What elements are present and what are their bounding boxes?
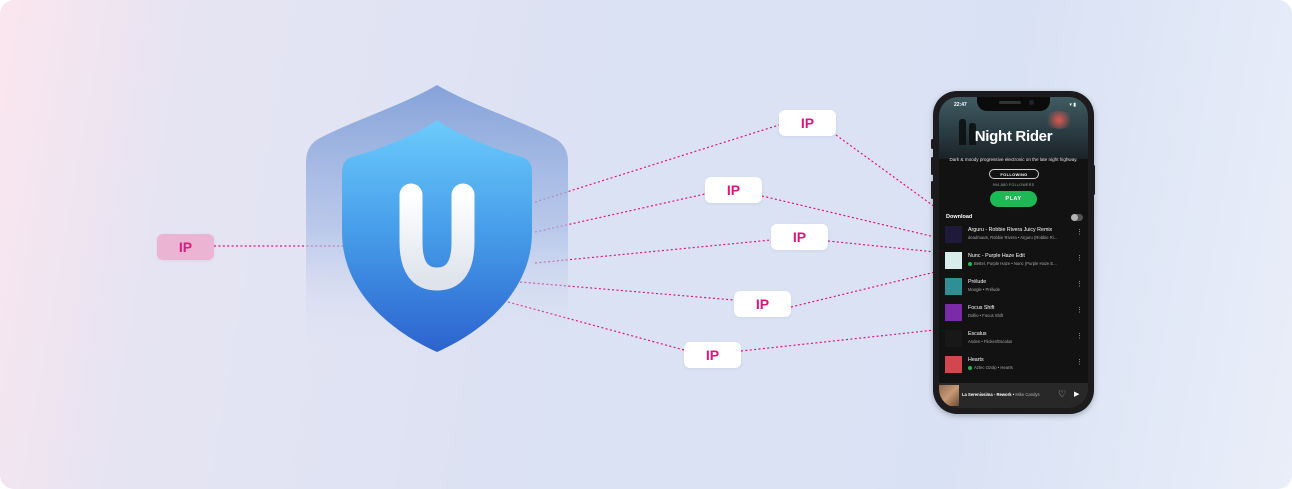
shield-body	[342, 120, 532, 352]
play-icon[interactable]: ▶	[1074, 391, 1080, 398]
now-playing-artist: Mike Candys	[1015, 392, 1040, 397]
more-options-icon[interactable]: ⋮	[1076, 307, 1083, 314]
now-playing-bar[interactable]: La Serenissima - Rework • Mike Candys ♡ …	[939, 383, 1088, 408]
track-subtitle-line: Moogle • Prélude	[968, 287, 1000, 292]
track-art	[945, 278, 962, 295]
track-subtitle-line: deadmau5, Robbie Rivera • Arguru (Robbie…	[968, 235, 1057, 240]
ip-tag-exit-4: IP	[734, 291, 791, 317]
shield-u-letter	[399, 183, 475, 291]
track-subtitle: deadmau5, Robbie Rivera • Arguru (Robbie…	[968, 235, 1058, 240]
track-title: Arguru - Robbie Rivera Juicy Remix	[968, 227, 1053, 233]
ip-tag-exit-5: IP	[684, 342, 741, 368]
cover-figure	[959, 119, 966, 145]
downloaded-icon	[968, 261, 972, 266]
phone-screen: 22:47 ▾ ▮ Night Rider Dark & moody progr…	[939, 97, 1088, 408]
track-art	[945, 304, 962, 321]
download-row: Download	[946, 214, 1083, 222]
phone-power-button	[1092, 165, 1095, 195]
more-options-icon[interactable]: ⋮	[1076, 255, 1083, 262]
track-subtitle-line: Anden • Flicker/Escalus	[968, 339, 1012, 344]
track-title: Nunc - Purple Haze Edit	[968, 253, 1025, 259]
track-art	[945, 330, 962, 347]
cover-figure	[969, 123, 976, 145]
phone-speaker	[999, 101, 1021, 104]
more-options-icon[interactable]: ⋮	[1076, 359, 1083, 366]
play-button[interactable]: PLAY	[990, 191, 1037, 207]
now-playing-art	[939, 385, 959, 406]
following-button[interactable]: FOLLOWING	[989, 169, 1039, 179]
line-ip-2-to-phone	[761, 195, 936, 238]
track-title: Escalus	[968, 331, 987, 337]
track-subtitle: Anden • Flicker/Escalus	[968, 339, 1013, 344]
toggle-knob	[1071, 214, 1078, 221]
track-subtitle: Aztec Ozolp • Hearts	[974, 365, 1013, 370]
line-shield-to-ip-1	[534, 124, 780, 203]
downloaded-icon	[968, 365, 972, 370]
now-playing-title: La Serenissima - Rework	[962, 392, 1012, 397]
track-title: Hearts	[968, 357, 984, 363]
status-time: 22:47	[954, 102, 967, 108]
phone-volume-up	[931, 157, 934, 175]
phone-camera	[1029, 100, 1034, 105]
track-row[interactable]: Arguru - Robbie Rivera Juicy Remix deadma…	[945, 225, 1083, 247]
now-playing-separator: •	[1012, 392, 1016, 397]
playlist-title: Night Rider	[974, 128, 1053, 145]
track-title: Prélude	[968, 279, 987, 285]
heart-icon[interactable]: ♡	[1058, 389, 1067, 399]
vpn-shield-icon	[300, 82, 574, 362]
ip-tag-exit-1: IP	[779, 110, 836, 136]
track-subtitle-line: Bettel, Purple Haze • Nunc (Purple Haze …	[968, 261, 1057, 266]
track-subtitle-line: Aztec Ozolp • Hearts	[968, 365, 1013, 370]
line-ip-3-to-phone	[827, 240, 936, 253]
line-ip-1-to-phone	[835, 134, 936, 208]
phone-mockup: 22:47 ▾ ▮ Night Rider Dark & moody progr…	[931, 91, 1095, 414]
more-options-icon[interactable]: ⋮	[1076, 333, 1083, 340]
track-subtitle: Dollio • Focus Shift	[968, 313, 1004, 318]
more-options-icon[interactable]: ⋮	[1076, 281, 1083, 288]
more-options-icon[interactable]: ⋮	[1076, 229, 1083, 236]
track-art	[945, 226, 962, 243]
ip-tag-source: IP	[157, 234, 214, 260]
ip-tag-exit-2: IP	[705, 177, 762, 203]
track-subtitle-line: Dollio • Focus Shift	[968, 313, 1003, 318]
line-ip-5-to-phone	[740, 329, 936, 352]
phone-volume-down	[931, 181, 934, 199]
track-art	[945, 356, 962, 373]
line-ip-4-to-phone	[790, 271, 936, 308]
download-label: Download	[946, 214, 973, 220]
phone-notch	[977, 97, 1050, 111]
track-subtitle: Bettel, Purple Haze • Nunc (Purple Haze …	[974, 261, 1057, 266]
followers-count: 994,880 FOLLOWERS	[992, 183, 1035, 187]
ip-tag-exit-3: IP	[771, 224, 828, 250]
track-subtitle: Moogle • Prélude	[968, 287, 1000, 292]
playlist-description: Dark & moody progressive electronic on t…	[949, 157, 1078, 162]
now-playing-text: La Serenissima - Rework • Mike Candys	[962, 392, 1040, 397]
status-icons: ▾ ▮	[1069, 102, 1076, 108]
cover-light	[1044, 111, 1074, 129]
phone-mute-switch	[931, 139, 934, 149]
track-art	[945, 252, 962, 269]
download-toggle[interactable]	[1071, 214, 1083, 221]
track-title: Focus Shift	[968, 305, 995, 311]
